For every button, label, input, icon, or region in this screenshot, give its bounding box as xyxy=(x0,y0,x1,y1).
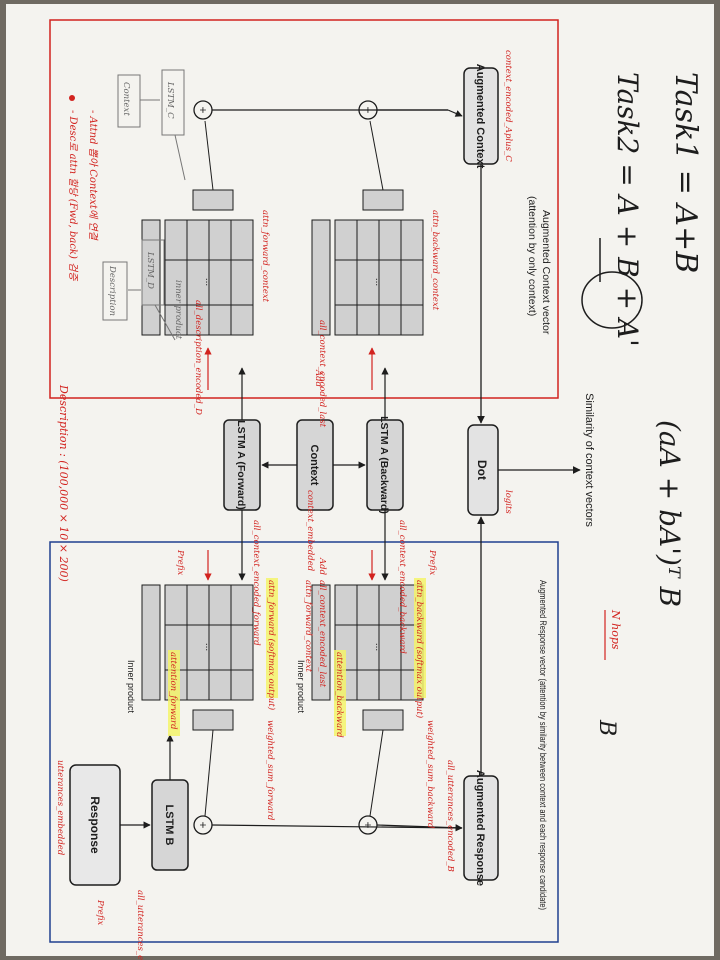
svg-text:Description : (100,000 × 10 ×: Description : (100,000 × 10 × 200) xyxy=(57,384,70,582)
svg-text:weighted_sum_forward: weighted_sum_forward xyxy=(265,720,275,821)
dot-label: Dot xyxy=(475,460,489,480)
b-note: B xyxy=(594,719,619,736)
paper-sheet xyxy=(6,4,714,956)
svg-text:all_context_encoded_forward: all_context_encoded_forward xyxy=(251,520,261,646)
lstm-backward-label: LSTM A (Backward) xyxy=(378,416,390,514)
highlight-attn-forward xyxy=(266,578,278,698)
svg-text:LSTM_C: LSTM_C xyxy=(165,81,175,119)
context-mid-label: Context xyxy=(308,445,320,486)
attention-forward-note: attention_forward xyxy=(168,652,178,730)
svg-text:context_embedded: context_embedded xyxy=(305,490,315,572)
rotated-red-notes: context_encoded_Aplus_C attn_backward_co… xyxy=(55,50,513,960)
n-hops-note: N hops xyxy=(609,609,622,650)
svg-text:+: + xyxy=(361,821,375,828)
svg-text:logits: logits xyxy=(503,490,513,514)
svg-text:Prefix: Prefix xyxy=(427,549,437,575)
grey-sketch xyxy=(102,69,186,341)
attn-forward-note: attn_forward (softmax output) xyxy=(266,580,277,710)
all-desc-note: all_description_encoded_D xyxy=(193,300,203,415)
svg-text:weighted_sum_backward: weighted_sum_backward xyxy=(425,720,435,829)
svg-text:all_context_encoded_last: all_context_encoded_last xyxy=(317,320,327,428)
inner-product-label-1: Inner product xyxy=(296,660,306,714)
svg-text:Add: Add xyxy=(317,557,327,576)
svg-text:all_context_encoded_last: all_context_encoded_last xyxy=(317,580,327,688)
augmented-context-label: Augmented Context xyxy=(474,64,486,169)
lstm-forward-label: LSTM A (Forward) xyxy=(235,420,247,510)
augmented-response-label: Augmented Response xyxy=(474,770,486,886)
inner-product-label-2: Inner product xyxy=(126,660,136,714)
svg-text:+: + xyxy=(196,821,210,828)
highlight-attention-backward xyxy=(334,650,346,736)
svg-text:Context: Context xyxy=(121,82,131,116)
svg-text:all_context_encoded_backward: all_context_encoded_backward xyxy=(397,520,407,654)
highlight-attn-backward xyxy=(414,578,426,698)
description-shape-note: Description : (100,000 × 10 × 200) xyxy=(57,384,70,582)
top-note-2: - Attnd 뽑아 Context에 연결 xyxy=(87,110,99,242)
svg-text:attn_forward_context: attn_forward_context xyxy=(260,210,270,303)
svg-text:Description: Description xyxy=(107,265,117,316)
svg-text:...: ... xyxy=(373,643,384,651)
svg-text:inner product: inner product xyxy=(173,280,183,340)
attention-backward-note: attention_backward xyxy=(334,652,344,738)
grey-sketch-labels: LSTM_C Context LSTM_D Description inner … xyxy=(107,81,183,340)
svg-text:utterances_embedded: utterances_embedded xyxy=(55,760,65,856)
svg-text:LSTM_D: LSTM_D xyxy=(145,251,155,289)
left-red-notes: - Desc로 attn 할당 (Fwd, back) 검증 - Attnd 뽑… xyxy=(67,110,99,281)
formula-note: (aA + bA')ᵀ B xyxy=(653,420,686,607)
svg-text:attn_forward_context: attn_forward_context xyxy=(303,580,313,673)
task2-note: Task2 = A + B + A' xyxy=(611,72,644,347)
svg-text:all_utterances_encoded_B: all_utterances_encoded_B xyxy=(445,760,455,872)
resp-forward-matrix: ... xyxy=(141,584,254,731)
attn-backward-note: attn_backward (softmax output) xyxy=(414,580,425,718)
svg-text:Add: Add xyxy=(313,369,323,388)
aug-context-vector-title: Augmented Context vector xyxy=(540,210,552,335)
task1-note: Task1 = A+B xyxy=(668,72,703,273)
svg-text:...: ... xyxy=(203,643,214,651)
aug-context-vector-subtitle: (attention by only context) xyxy=(526,196,538,316)
circled-aprime xyxy=(581,271,643,329)
response-label: Response xyxy=(88,796,102,854)
svg-text:...: ... xyxy=(373,278,384,286)
printed-diagram: Similarity of context vectors Dot Augmen… xyxy=(49,19,595,960)
svg-text:+: + xyxy=(196,106,210,113)
similarity-label: Similarity of context vectors xyxy=(583,393,595,527)
svg-text:Prefix: Prefix xyxy=(95,899,105,925)
bullet-dot xyxy=(69,95,75,101)
right-black-handwriting: Task1 = A+B Task2 = A + B + A' (aA + bA'… xyxy=(594,72,703,736)
ctx-backward-matrix: ... xyxy=(311,189,424,336)
svg-text:attn_backward_context: attn_backward_context xyxy=(430,210,440,311)
svg-text:Prefix: Prefix xyxy=(175,549,185,575)
svg-text:...: ... xyxy=(203,278,214,286)
svg-text:context_encoded_Aplus_C: context_encoded_Aplus_C xyxy=(503,50,513,162)
svg-text:all_utterances_encoded_B: all_utterances_encoded_B xyxy=(135,890,145,960)
top-note-1: - Desc로 attn 할당 (Fwd, back) 검증 xyxy=(67,110,79,281)
context-region-frame xyxy=(49,19,559,399)
resp-backward-matrix: ... xyxy=(311,584,424,731)
lstm-b-label: LSTM B xyxy=(163,805,175,846)
response-region-frame xyxy=(49,541,559,943)
aug-response-vector-title: Augmented Response vector (attention by … xyxy=(537,580,548,910)
highlight-attention-forward xyxy=(168,650,180,736)
